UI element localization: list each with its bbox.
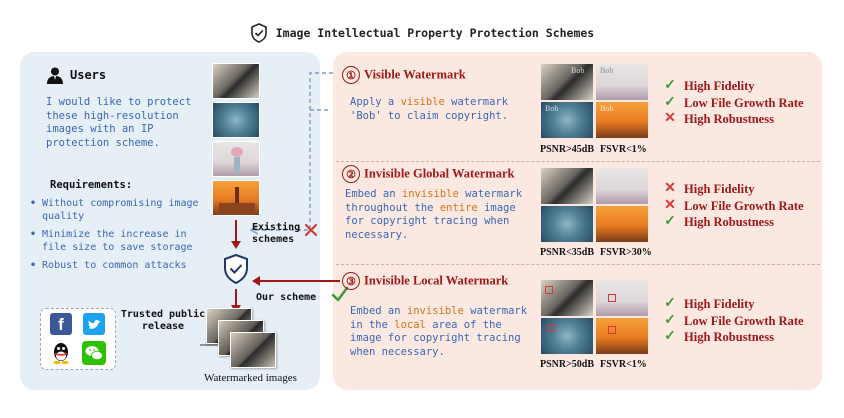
watermarked-images-label: Watermarked images <box>204 372 297 384</box>
our-scheme-label: Our scheme <box>256 292 317 303</box>
property-row: ✓High Fidelity <box>664 296 755 312</box>
shield-check-icon <box>250 23 267 43</box>
watermarked-image-3 <box>230 332 276 368</box>
property-row: ✕High Robustness <box>664 111 774 127</box>
scheme-1-desc: Apply a visible watermark 'Bob' to claim… <box>350 96 509 122</box>
check-icon: ✓ <box>664 312 676 328</box>
local-region-box <box>547 324 555 332</box>
check-icon <box>331 286 349 302</box>
scheme-2-image-bird <box>541 168 593 204</box>
user-icon <box>47 67 63 84</box>
property-row: ✓High Fidelity <box>664 78 755 94</box>
users-header: Users <box>46 66 106 84</box>
requirement-item: •Robust to common attacks <box>30 260 187 271</box>
scheme-1-image-bird: Bob <box>541 64 593 100</box>
qq-icon <box>53 343 69 365</box>
scheme-2-image-succulent <box>541 206 593 242</box>
original-image-city <box>212 180 260 216</box>
scheme-1-image-city: Bob <box>596 102 648 138</box>
scheme-3-fsvr: FSVR<1% <box>600 359 647 370</box>
scheme-3-image-city <box>596 318 648 354</box>
cross-icon <box>304 223 318 237</box>
cross-icon: ✕ <box>664 181 676 197</box>
twitter-icon <box>83 313 105 335</box>
scheme-2-image-flowers <box>596 168 648 204</box>
scheme-2-psnr: PSNR<35dB <box>540 247 595 258</box>
scheme-3-psnr: PSNR>50dB <box>540 359 595 370</box>
wechat-icon <box>82 341 106 365</box>
requirement-item: •Without compromising image quality <box>30 198 199 222</box>
requirement-item: •Minimize the increase in file size to s… <box>30 229 193 253</box>
requirements-title: Requirements: <box>50 179 133 191</box>
original-image-succulent <box>212 102 260 138</box>
facebook-icon: f <box>50 313 72 335</box>
scheme-2-fsvr: FSVR>30% <box>600 247 652 258</box>
scheme-3-image-succulent <box>541 318 593 354</box>
trusted-release-label: Trusted public release <box>120 309 206 332</box>
scheme-2-desc: Embed an invisible watermark throughout … <box>345 188 523 241</box>
scheme-1-image-succulent: Bob <box>541 102 593 138</box>
existing-schemes-label: Existing schemes <box>252 222 301 245</box>
scheme-1-image-flowers: Bob <box>596 64 648 100</box>
scheme-3-image-flowers <box>596 280 648 316</box>
scheme-3-desc: Embed an invisible watermark in the loca… <box>350 305 528 358</box>
scheme-3-properties: ✓High Fidelity ✓Low File Growth Rate ✓Hi… <box>663 296 804 346</box>
original-image-bird <box>212 63 260 99</box>
property-row: ✓High Robustness <box>664 214 774 230</box>
cross-icon: ✕ <box>664 111 676 127</box>
separator <box>336 161 820 162</box>
diagram-header: Image Intellectual Property Protection S… <box>0 22 844 44</box>
scheme-1-fsvr: FSVR<1% <box>600 144 647 155</box>
check-icon: ✓ <box>664 94 676 110</box>
users-request: I would like to protect these high-resol… <box>46 96 192 149</box>
check-icon: ✓ <box>664 214 676 230</box>
scheme-2-image-city <box>596 206 648 242</box>
property-row: ✕Low File Growth Rate <box>664 197 804 213</box>
check-icon: ✓ <box>664 78 676 94</box>
check-icon: ✓ <box>664 296 676 312</box>
property-row: ✕High Fidelity <box>664 181 755 197</box>
scheme-1-properties: ✓High Fidelity ✓Low File Growth Rate ✕Hi… <box>663 78 804 128</box>
requirements-list: •Without compromising image quality •Min… <box>30 197 210 277</box>
property-row: ✓High Robustness <box>664 329 774 345</box>
scheme-3-image-bird <box>541 280 593 316</box>
page-title: Image Intellectual Property Protection S… <box>275 26 595 40</box>
scheme-2-properties: ✕High Fidelity ✕Low File Growth Rate ✓Hi… <box>663 181 804 231</box>
users-label: Users <box>70 68 107 82</box>
property-row: ✓Low File Growth Rate <box>664 94 804 110</box>
local-region-box <box>545 286 553 294</box>
scheme-1-psnr: PSNR>45dB <box>540 144 595 155</box>
protection-shield-icon <box>224 253 248 285</box>
separator <box>336 264 820 265</box>
check-icon: ✓ <box>664 329 676 345</box>
local-region-box <box>608 326 616 334</box>
local-region-box <box>608 294 616 302</box>
original-image-flowers <box>212 141 260 177</box>
cross-icon: ✕ <box>664 197 676 213</box>
property-row: ✓Low File Growth Rate <box>664 312 804 328</box>
